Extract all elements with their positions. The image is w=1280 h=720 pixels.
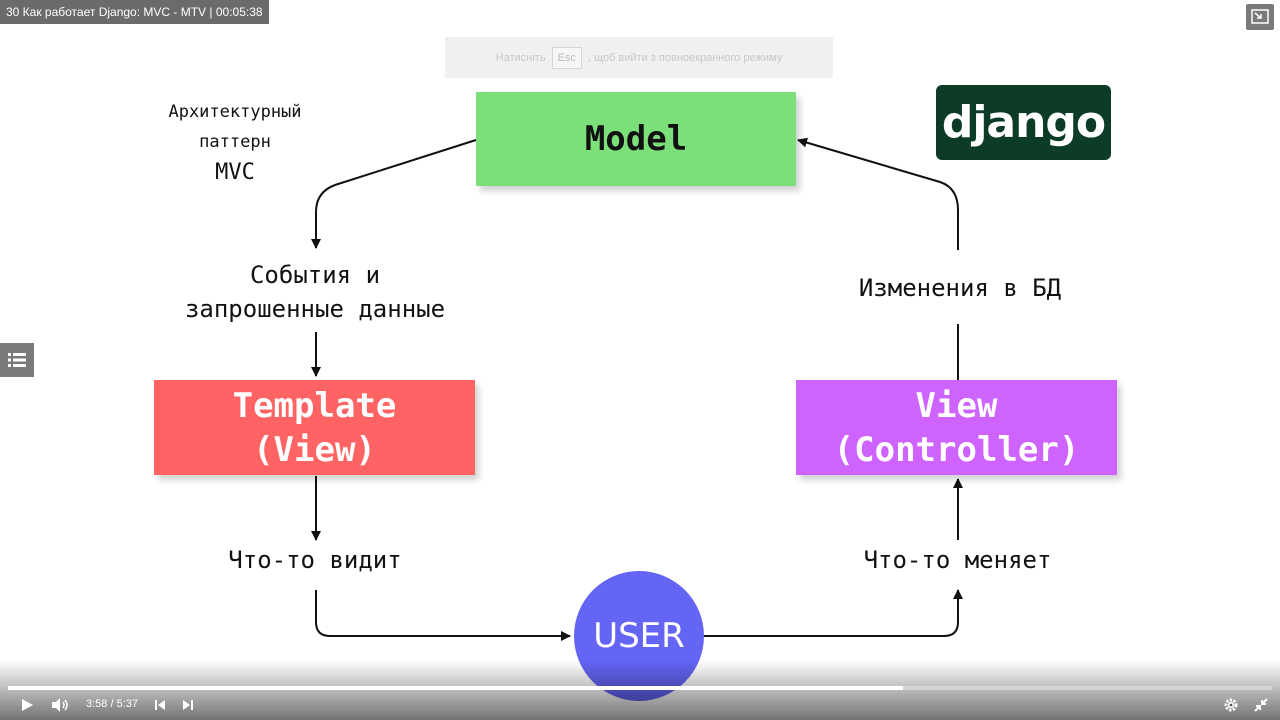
settings-icon [1224,698,1238,712]
db-changes-label: Изменения в БД [858,274,1062,302]
template-box: Template (View) [154,380,475,475]
duration: 5:37 [116,698,139,710]
previous-icon [155,700,165,710]
esc-key: Esc [551,46,582,69]
time-separator: / [110,698,114,710]
play-icon [22,699,33,711]
exit-fullscreen-icon [1251,9,1269,24]
progress-fill [8,686,903,690]
view-label-line2: (Controller) [833,429,1080,470]
next-icon [183,700,193,710]
play-button[interactable] [18,697,36,718]
user-changes-label: Что-то меняет [863,546,1052,574]
events-label-line2: запрошенные данные [184,295,446,323]
volume-button[interactable] [50,697,70,718]
exit-fullscreen-button[interactable] [1246,4,1274,30]
esc-notice-before: Натисніть [495,51,546,64]
time-display: 3:58 / 5:37 [86,698,138,710]
esc-notice-after: , щоб вийти з повноекранного режиму [587,51,783,64]
current-time: 3:58 [86,698,108,710]
video-title: 30 Как работает Django: MVC - MTV | 00:0… [0,0,269,24]
events-label: События и запрошенные данные [140,258,490,326]
collapse-icon [1254,698,1268,712]
events-label-line1: События и [249,261,381,289]
pattern-label-line2: паттерн [199,132,271,152]
model-label: Model [584,119,688,159]
volume-icon [52,698,68,712]
playlist-button[interactable] [0,343,34,377]
pattern-label: Архитектурный паттерн MVC [140,97,330,189]
view-box: View (Controller) [796,380,1117,475]
pattern-label-line1: Архитектурный [168,102,302,122]
player-controls [0,660,1280,720]
django-logo-text: django [941,97,1106,148]
collapse-button[interactable] [1253,697,1269,718]
user-sees-label: Что-то видит [228,546,402,574]
settings-button[interactable] [1223,697,1239,718]
view-label-line1: View [915,385,998,426]
next-button[interactable] [181,698,195,717]
progress-bar[interactable] [8,686,1272,690]
template-label-line2: (View) [253,429,376,470]
django-logo: django [936,85,1111,160]
fullscreen-exit-notice: Натисніть Esc , щоб вийти з повноекранно… [445,37,833,78]
previous-button[interactable] [153,698,167,717]
pattern-label-line3: MVC [215,160,255,185]
user-label: USER [593,616,685,656]
playlist-icon [8,353,26,367]
template-label-line1: Template [232,385,397,426]
model-box: Model [476,92,796,186]
